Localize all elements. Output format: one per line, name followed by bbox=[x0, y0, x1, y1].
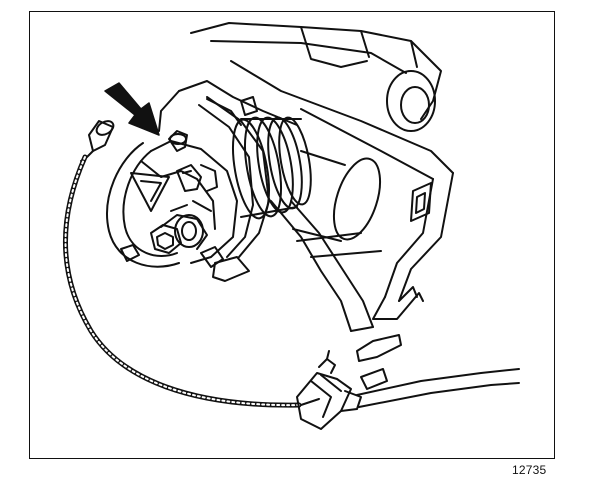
coil-housing bbox=[158, 80, 312, 282]
cable-connector bbox=[80, 120, 115, 162]
illustration-drawing bbox=[63, 22, 520, 430]
braided-cable bbox=[63, 154, 302, 408]
arrow-icon bbox=[104, 82, 160, 136]
mounting-bracket bbox=[190, 22, 454, 390]
sensor-assembly bbox=[106, 130, 238, 268]
figure-number: 12735 bbox=[512, 463, 547, 477]
harness-connector bbox=[296, 350, 362, 430]
illustration-frame bbox=[29, 11, 555, 459]
outgoing-cable bbox=[356, 368, 520, 408]
